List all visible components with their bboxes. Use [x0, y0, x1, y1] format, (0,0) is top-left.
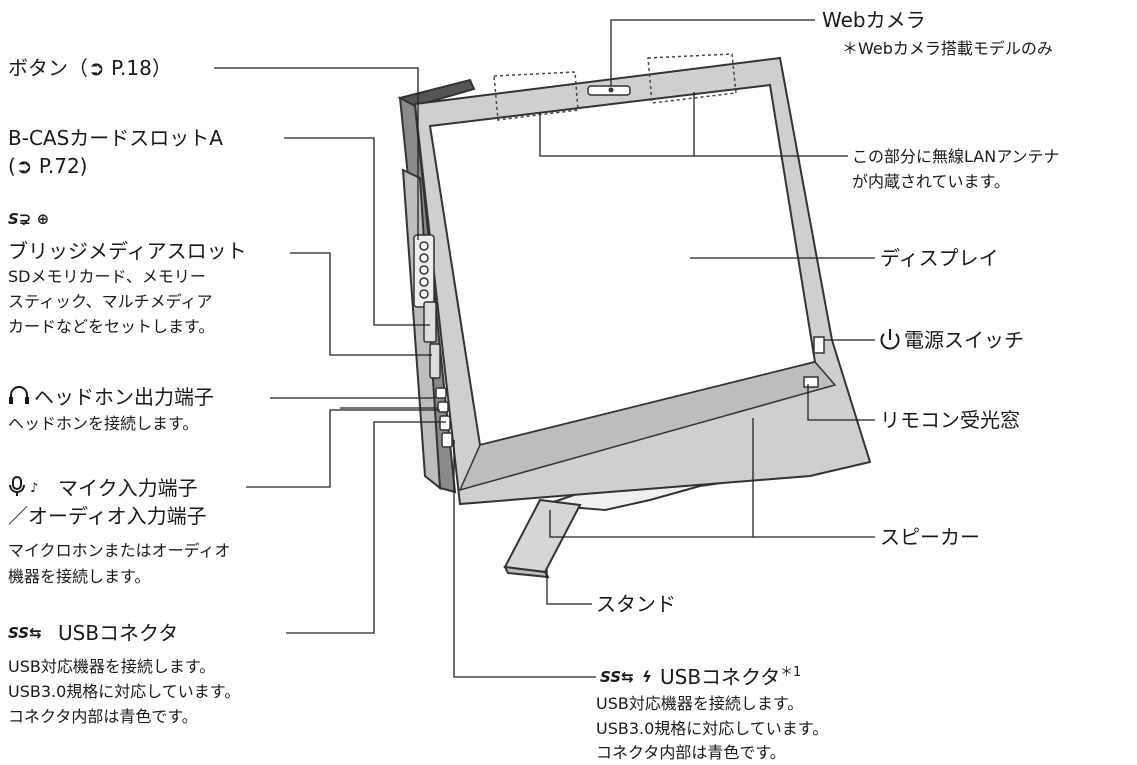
usb2-footnote: ＊1 [780, 665, 802, 680]
button-label: ボタン（➲ P.18） [8, 56, 172, 80]
usb-desc-2: USB3.0規格に対応しています。 [8, 682, 241, 701]
mic-desc-1: マイクロホンまたはオーディオ [8, 541, 231, 560]
bcas-slot-label: B-CASカードスロットA [8, 126, 223, 150]
webcam-title: Webカメラ [822, 8, 926, 32]
usb2-ss-icon: SS⇆ [600, 668, 634, 686]
power-switch [813, 336, 825, 354]
usb-connector-title: USBコネクタ [58, 621, 179, 645]
power-icon [880, 329, 900, 350]
leader-lines [214, 19, 875, 678]
headphone-title: ヘッドホン出力端子 [34, 385, 214, 409]
webcam [587, 85, 631, 96]
monitor-body [397, 56, 872, 506]
power-switch-label: 電源スイッチ [904, 328, 1024, 352]
bcas-slot-ref: (➲ P.72) [8, 154, 88, 178]
antenna-regions [493, 53, 737, 121]
bridge-media-icons: S⊋ ⊕ [8, 210, 50, 228]
mic-icon: ♪ [9, 476, 38, 496]
bridge-media-desc-1: SDメモリカード、メモリー [8, 267, 206, 286]
lightning-icon: ϟ [642, 668, 652, 686]
antenna-note-2: が内蔵されています。 [852, 172, 1010, 191]
remote-window-label: リモコン受光窓 [880, 408, 1020, 432]
remote-window [803, 376, 819, 388]
stand-label: スタンド [596, 592, 676, 616]
antenna-note-1: この部分に無線LANアンテナ [852, 147, 1060, 166]
svg-text:♪: ♪ [30, 481, 38, 496]
mic-desc-2: 機器を接続します。 [8, 567, 151, 586]
bridge-media-desc-3: カードなどをセットします。 [8, 317, 215, 336]
headphone-icon [9, 386, 29, 404]
usb2-desc-2: USB3.0規格に対応しています。 [596, 719, 829, 738]
usb-ss-icon: SS⇆ [8, 624, 42, 642]
side-ports [413, 234, 453, 448]
mic-input-title: マイク入力端子 [58, 476, 198, 500]
usb-desc-1: USB対応機器を接続します。 [8, 657, 216, 676]
usb-desc-3: コネクタ内部は青色です。 [8, 707, 198, 726]
usb2-desc-1: USB対応機器を接続します。 [596, 694, 804, 713]
speaker-label: スピーカー [880, 525, 980, 549]
audio-input-title: ／オーディオ入力端子 [8, 504, 207, 528]
bridge-media-desc-2: スティック、マルチメディア [8, 292, 213, 311]
bridge-media-title: ブリッジメディアスロット [8, 239, 247, 263]
usb2-desc-3: コネクタ内部は青色です。 [596, 743, 786, 762]
headphone-desc: ヘッドホンを接続します。 [8, 414, 199, 433]
webcam-note: ＊Webカメラ搭載モデルのみ [842, 39, 1053, 58]
display-label: ディスプレイ [880, 246, 999, 270]
usb2-connector-title: USBコネクタ [660, 665, 781, 689]
